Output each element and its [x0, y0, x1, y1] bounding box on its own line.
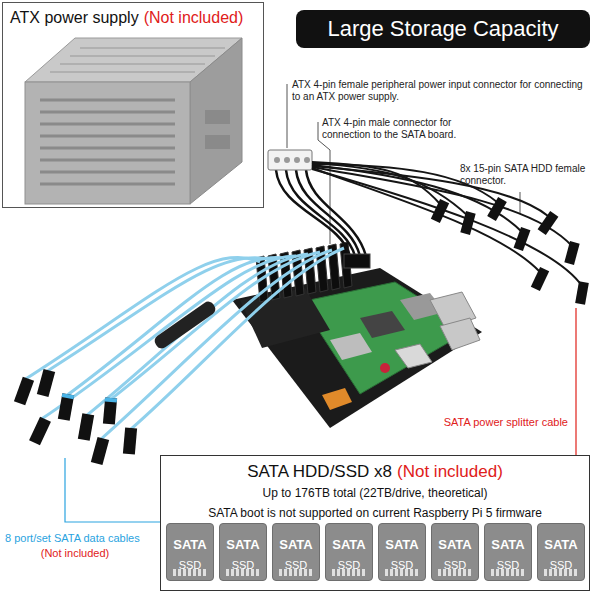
ssd-label: SSD [338, 559, 361, 571]
text-row: SATA [540, 534, 582, 554]
ssd-icon: SATA SSD [484, 523, 532, 581]
callout-label: 8x 15-pin SATA HDD female connector. [460, 163, 596, 187]
title-text: Large Storage Capacity [327, 16, 558, 42]
callout-label: ATX 4-pin female peripheral power input … [292, 79, 584, 103]
ssd-label: SSD [497, 559, 520, 571]
ssd-label: SATA [438, 537, 471, 552]
text-row: SSD [222, 554, 264, 574]
red-leader [575, 308, 576, 455]
text-row: SATA [487, 534, 529, 554]
text-row: SATA [169, 534, 211, 554]
text-row: SATA boot is not supported on current Ra… [167, 502, 583, 522]
text-row: ATX power supply (Not included) [10, 8, 256, 28]
text-row: Up to 176TB total (22TB/drive, theoretic… [167, 482, 583, 502]
node-text: Up to 176TB total (22TB/drive, theoretic… [263, 486, 488, 500]
cable-sleeve [152, 299, 217, 351]
text-row: SATA [222, 534, 264, 554]
ssd-icon: SATA SSD [431, 523, 479, 581]
psu-box: ATX power supply (Not included) [2, 2, 264, 208]
ssd-label: SSD [550, 559, 573, 571]
node-text: ATX power supply [10, 9, 139, 26]
ssd-label: SATA [226, 537, 259, 552]
psu-figure [25, 38, 242, 204]
text-row: SSD [275, 554, 317, 574]
text-row: SSD [434, 554, 476, 574]
ssd-icon: SATA SSD [325, 523, 373, 581]
text-row: SSD [328, 554, 370, 574]
text-row: SATA [328, 534, 370, 554]
title-banner: Large Storage Capacity [296, 10, 590, 48]
ssd-label: SATA [279, 537, 312, 552]
ssd-label: SSD [179, 559, 202, 571]
text-row: SSD [169, 554, 211, 574]
text-row: SSD [540, 554, 582, 574]
cable-label: SATA power splitter cable [420, 416, 568, 429]
text-row: SATA [434, 534, 476, 554]
callout-label: ATX 4-pin male connector for connection … [322, 117, 492, 141]
text-row: SATA [275, 534, 317, 554]
pi-board [232, 268, 482, 428]
drive-panel: SATA HDD/SSD x8 (Not included) Up to 176TB… [160, 455, 590, 591]
ssd-icon: SATA SSD [219, 523, 267, 581]
ssd-label: SATA [385, 537, 418, 552]
ssd-label: SATA [491, 537, 524, 552]
ssd-label: SSD [444, 559, 467, 571]
ssd-icon: SATA SSD [537, 523, 585, 581]
blue-leader [65, 458, 160, 522]
ssd-icon: SATA SSD [166, 523, 214, 581]
sata-data-cables [24, 248, 344, 440]
text-row: SATA HDD/SSD x8 (Not included) [167, 461, 583, 482]
node-text: SATA boot is not supported on current Ra… [208, 506, 542, 520]
ssd-icon: SATA SSD [272, 523, 320, 581]
cable-note: 8 port/set SATA data cables [5, 532, 157, 545]
power-splitter-wires [312, 162, 582, 286]
ssd-label: SATA [173, 537, 206, 552]
sata-data-plugs [14, 369, 137, 465]
node-text: (Not included) [397, 462, 503, 481]
sata-power-plugs [431, 197, 589, 305]
ssd-label: SSD [285, 559, 308, 571]
ssd-label: SATA [544, 537, 577, 552]
cable-note: (Not included) [5, 547, 145, 560]
text-row: SSD [381, 554, 423, 574]
node-text: (Not included) [144, 9, 244, 26]
node-text: SATA HDD/SSD x8 [247, 462, 392, 481]
ssd-icon: SATA SSD [378, 523, 426, 581]
ssd-label: SSD [391, 559, 414, 571]
text-row: SSD [487, 554, 529, 574]
ssd-label: SSD [232, 559, 255, 571]
ssd-label: SATA [332, 537, 365, 552]
text-row: SATA [381, 534, 423, 554]
